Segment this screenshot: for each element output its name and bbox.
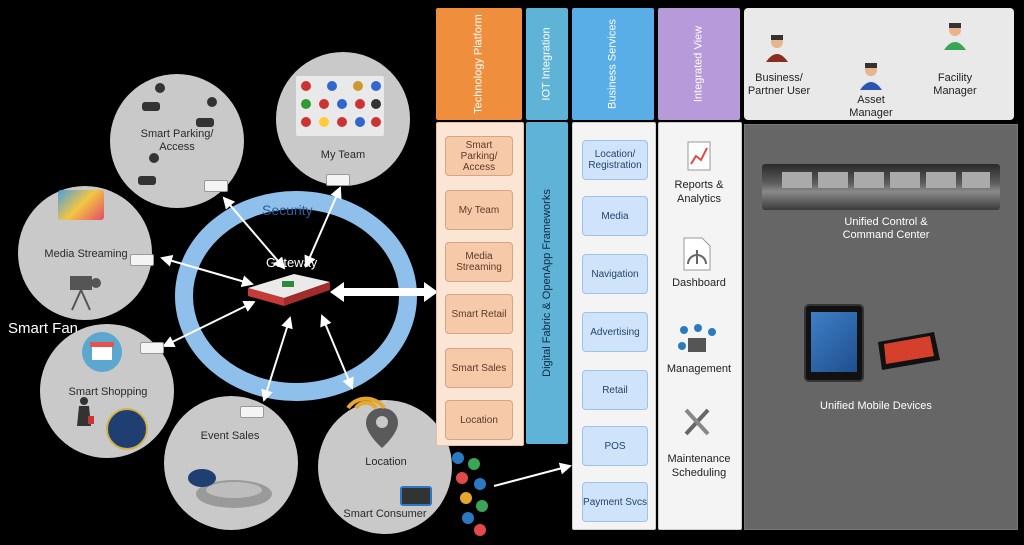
stadium-icon: [186, 462, 276, 512]
asset-manager-icon: [858, 62, 884, 92]
technology-platform-column: [436, 122, 524, 446]
wifi-icon: [344, 386, 388, 410]
biz-item-payment-svcs: Payment Svcs: [582, 482, 648, 522]
tech-item-location: Location: [445, 400, 513, 440]
router-icon: [240, 406, 264, 418]
label-event-sales: Event Sales: [200, 430, 260, 442]
tech-item-my-team: My Team: [445, 190, 513, 230]
camera-icon: [64, 272, 104, 312]
mobile-devices-label: Unified Mobile Devices: [820, 400, 932, 412]
parking-icons: [138, 82, 228, 192]
label-location: Location: [365, 456, 407, 468]
tech-item-smart-retail: Smart Retail: [445, 294, 513, 334]
tools-icon: [682, 406, 712, 438]
facility-manager-label: Facility Manager: [933, 72, 977, 97]
label-my-team: My Team: [320, 149, 366, 161]
media-icon: [58, 190, 104, 220]
router-icon: [130, 254, 154, 266]
tech-item-smart-parking: Smart Parking/ Access: [445, 136, 513, 176]
smartphone-icon: [874, 330, 944, 374]
iot-integration-column: Digital Fabric & OpenApp Frameworks: [526, 122, 568, 444]
location-pin-icon: [362, 406, 402, 450]
router-icon: [140, 342, 164, 354]
label-smart-parking: Smart Parking/ Access: [140, 128, 214, 153]
biz-item-media: Media: [582, 196, 648, 236]
facility-manager-icon: [942, 22, 968, 52]
business-partner-user-icon: [764, 34, 790, 64]
tablet-icon: [804, 304, 864, 382]
biz-item-navigation: Navigation: [582, 254, 648, 294]
technology-platform-header: Technology Platform: [436, 8, 522, 120]
business-partner-user-label: Business/ Partner User: [747, 72, 811, 97]
iv-item-dashboard: Dashboard: [672, 277, 726, 289]
security-label: Security: [262, 202, 313, 218]
business-services-header: Business Services: [572, 8, 654, 120]
reports-icon: [686, 140, 712, 172]
shopper-icon: [74, 396, 94, 440]
control-center-label: Unified Control & Command Center: [842, 216, 930, 241]
iv-item-management: Management: [666, 363, 732, 375]
biz-item-pos: POS: [582, 426, 648, 466]
tech-item-smart-sales: Smart Sales: [445, 348, 513, 388]
cart-badge-icon: [106, 408, 148, 450]
gateway-platform-arrow: [330, 282, 438, 302]
label-smart-shopping: Smart Shopping: [68, 386, 148, 398]
users-panel: [744, 8, 1014, 120]
team-logos-icon: [296, 76, 384, 136]
integrated-view-header: Integrated View: [658, 8, 740, 120]
dashboard-icon: [680, 236, 714, 272]
biz-item-advertising: Advertising: [582, 312, 648, 352]
iv-item-maintenance-scheduling: Maintenance Scheduling: [667, 453, 731, 479]
cloud-icons: [448, 448, 494, 540]
gateway-device-icon: [244, 272, 334, 308]
biz-item-retail: Retail: [582, 370, 648, 410]
iot-integration-header: IOT Integration: [526, 8, 568, 120]
shop-icon: [82, 332, 122, 372]
router-icon: [204, 180, 228, 192]
management-icon: [676, 322, 718, 356]
iv-item-reports-analytics: Reports & Analytics: [674, 179, 724, 205]
gateway-label: Gateway: [266, 255, 318, 270]
asset-manager-label: Asset Manager: [849, 94, 893, 119]
smart-fan-label: Smart Fan: [8, 320, 79, 337]
control-center-image: [762, 164, 1000, 210]
tech-item-media-streaming: Media Streaming: [445, 242, 513, 282]
label-smart-consumer: Smart Consumer: [343, 508, 427, 520]
phone-icon: [400, 486, 432, 506]
iot-body-label: Digital Fabric & OpenApp Frameworks: [541, 189, 553, 377]
label-media-streaming: Media Streaming: [44, 248, 128, 260]
biz-item-location-registration: Location/ Registration: [582, 140, 648, 180]
router-icon: [326, 174, 350, 186]
